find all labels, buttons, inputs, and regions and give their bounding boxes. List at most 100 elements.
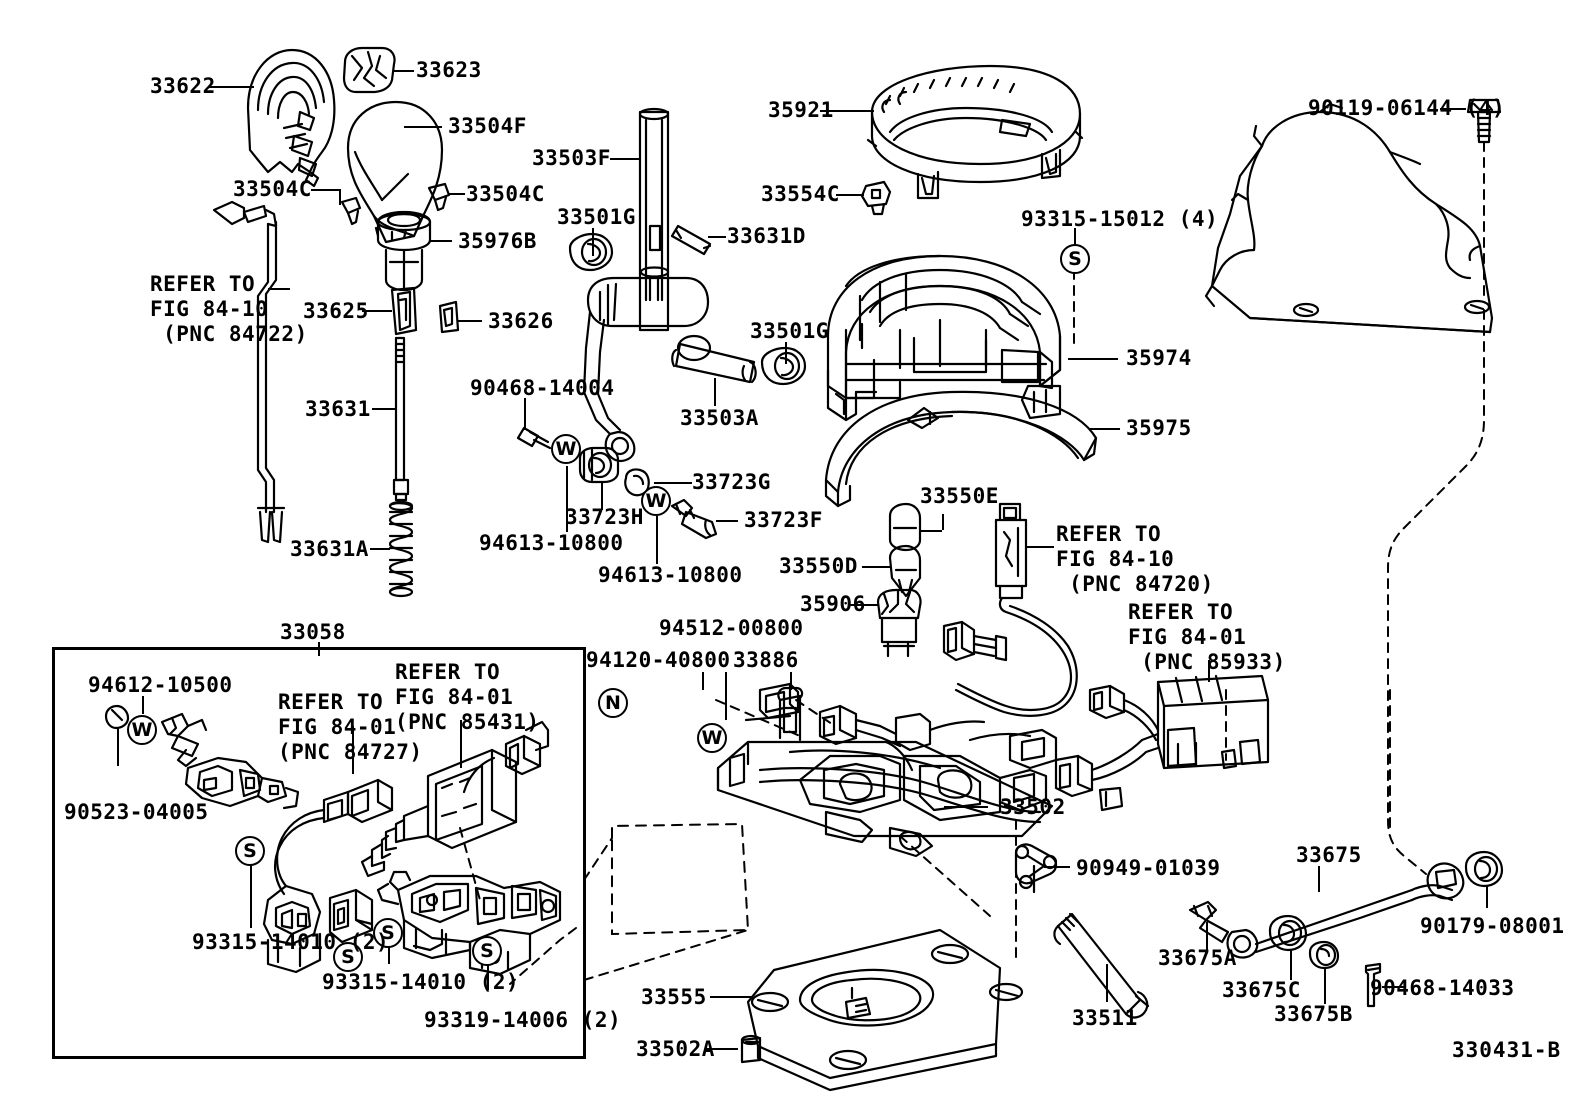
part-33631A-spring-artwork	[390, 502, 412, 596]
leader-93315-a	[250, 864, 252, 928]
part-33625-artwork	[392, 288, 416, 334]
leader-33675	[1318, 866, 1320, 892]
label-94612-10500: 94612-10500	[88, 673, 233, 697]
label-33502: 33502	[1000, 795, 1066, 819]
leader-90949	[1044, 866, 1070, 868]
label-refer-84-01-85431: REFER TO FIG 84-01 (PNC 85431)	[395, 660, 540, 735]
shift-lever-arm-artwork	[584, 278, 710, 461]
part-90468-14004-artwork	[518, 428, 550, 448]
callout-w-94613-a: W	[551, 434, 581, 464]
part-35976B-artwork	[378, 212, 430, 290]
leader-33504C-left-b	[339, 189, 341, 205]
label-33511: 33511	[1072, 1006, 1138, 1030]
leader-94512	[725, 672, 727, 720]
part-33502A-artwork	[742, 1036, 760, 1062]
leader-33501G-top	[592, 228, 594, 256]
projection-panel-to-rod	[1388, 310, 1484, 874]
label-33550E: 33550E	[920, 484, 999, 508]
label-90179-08001: 90179-08001	[1420, 914, 1565, 938]
part-33503A-artwork	[672, 344, 755, 382]
part-33555-artwork	[748, 930, 1022, 1090]
label-refer-84-01-84727: REFER TO FIG 84-01 (PNC 84727)	[278, 690, 423, 765]
leader-33503A	[714, 378, 716, 406]
leader-90468-14033	[1382, 986, 1406, 988]
leader-85431	[460, 720, 462, 768]
label-90119-06144: 90119-06144 (4)	[1308, 96, 1506, 120]
label-33623: 33623	[416, 58, 482, 82]
label-94120-40800: 94120-40800	[586, 648, 731, 672]
leader-94613-a	[566, 466, 568, 532]
part-33503F-artwork	[640, 109, 668, 330]
label-90468-14004: 90468-14004	[470, 376, 615, 400]
leader-94120	[702, 672, 704, 690]
leader-94613-b	[656, 516, 658, 564]
leader-33555	[710, 996, 752, 998]
label-94613-10800-a: 94613-10800	[479, 531, 624, 555]
leader-35921	[820, 110, 874, 112]
leader-33886	[790, 672, 792, 690]
leader-33675B	[1324, 968, 1326, 1004]
label-refer-84-10-84722: REFER TO FIG 84-10 (PNC 84722)	[150, 272, 308, 347]
label-35976B: 35976B	[458, 229, 537, 253]
part-35974-artwork	[828, 256, 1060, 420]
leader-90468-14004	[524, 398, 526, 430]
leader-35976B	[430, 240, 452, 242]
leader-33554C	[836, 194, 864, 196]
part-33723H-artwork	[580, 448, 618, 482]
ecu-harness-artwork	[1056, 686, 1158, 810]
label-33622: 33622	[150, 74, 216, 98]
callout-s-inset-extra: S	[333, 942, 363, 972]
label-33723F: 33723F	[744, 508, 823, 532]
part-33622-artwork	[248, 50, 334, 186]
callout-s-93315-b: S	[373, 918, 403, 948]
label-33501G-top: 33501G	[557, 205, 636, 229]
leader-33723F	[716, 520, 738, 522]
label-33503A: 33503A	[680, 406, 759, 430]
leader-33631D	[708, 236, 726, 238]
callout-n-94120: N	[598, 688, 628, 718]
leader-33675A	[1206, 922, 1208, 950]
leader-33622	[208, 86, 254, 88]
leader-33631	[372, 408, 396, 410]
label-35906: 35906	[800, 592, 866, 616]
callout-s-93315-15012: S	[1060, 244, 1090, 274]
leader-33502	[944, 806, 988, 808]
label-90949-01039: 90949-01039	[1076, 856, 1221, 880]
leader-84720	[1026, 546, 1054, 548]
leader-90523	[117, 728, 119, 766]
label-33501G-mid: 33501G	[750, 319, 829, 343]
label-33723H: 33723H	[565, 505, 644, 529]
leader-84727	[352, 726, 354, 774]
projection-housing-to-rod	[900, 836, 990, 916]
label-90523-04005: 90523-04005	[64, 800, 209, 824]
part-33675C-artwork	[1270, 916, 1306, 950]
leader-33550E-a	[920, 530, 942, 532]
connector-cluster-artwork	[944, 622, 1006, 660]
leader-33504C-left-a	[311, 189, 339, 191]
leader-35974	[1068, 358, 1118, 360]
part-33626-artwork	[440, 302, 458, 332]
leader-33623	[394, 70, 414, 72]
label-33550D: 33550D	[779, 554, 858, 578]
label-33626: 33626	[488, 309, 554, 333]
projection-inset-link-2	[584, 838, 612, 880]
label-33675C: 33675C	[1222, 978, 1301, 1002]
part-90949-01039-artwork	[1016, 844, 1056, 892]
leader-94612	[142, 696, 144, 714]
callout-w-94613-b: W	[641, 486, 671, 516]
callout-w-94612: W	[127, 715, 157, 745]
part-33675-rod-artwork	[1228, 864, 1464, 958]
floor-tunnel-panel-artwork	[1206, 104, 1492, 332]
label-35921: 35921	[768, 98, 834, 122]
label-33554C: 33554C	[761, 182, 840, 206]
label-93315-14010-b: 93315-14010 (2)	[322, 970, 520, 994]
label-33631A: 33631A	[290, 537, 369, 561]
part-33504C-screw-left-artwork	[342, 198, 360, 224]
part-33504C-screw-right-artwork	[429, 184, 449, 210]
projection-94120	[716, 700, 800, 736]
label-33502A: 33502A	[636, 1037, 715, 1061]
projection-33886	[796, 700, 832, 724]
leader-33550E-b	[942, 514, 944, 530]
label-33631D: 33631D	[727, 224, 806, 248]
